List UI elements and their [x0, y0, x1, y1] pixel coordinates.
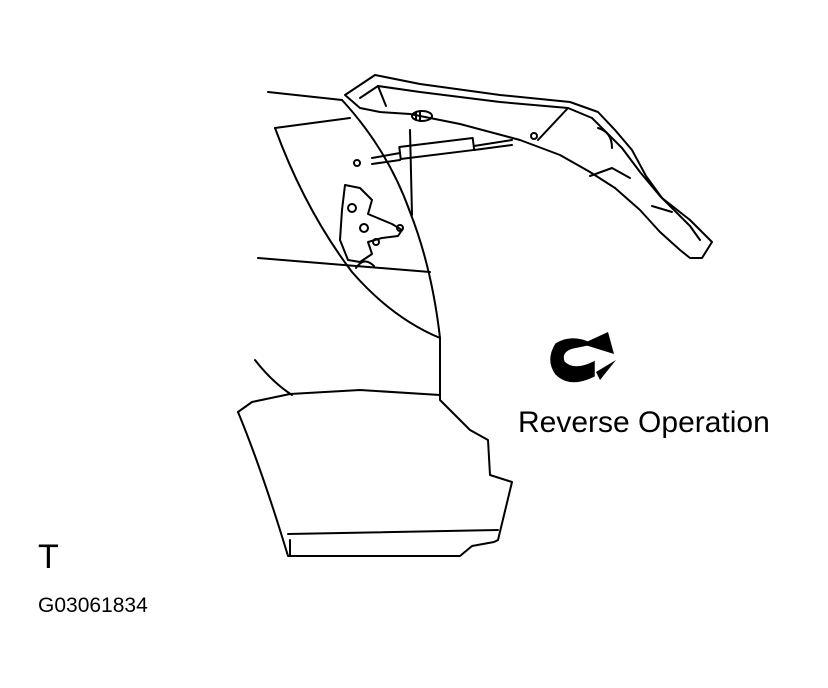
reverse-operation-label: Reverse Operation [518, 406, 770, 439]
curved-arrow-icon [550, 332, 616, 383]
view-letter-label: T [38, 538, 59, 576]
quarter-panel [257, 91, 513, 541]
hinge-bracket [339, 159, 404, 269]
back-door [344, 74, 713, 259]
figure-code-label: G03061834 [38, 594, 148, 617]
gas-strut [371, 137, 513, 165]
rear-bumper [237, 359, 499, 557]
